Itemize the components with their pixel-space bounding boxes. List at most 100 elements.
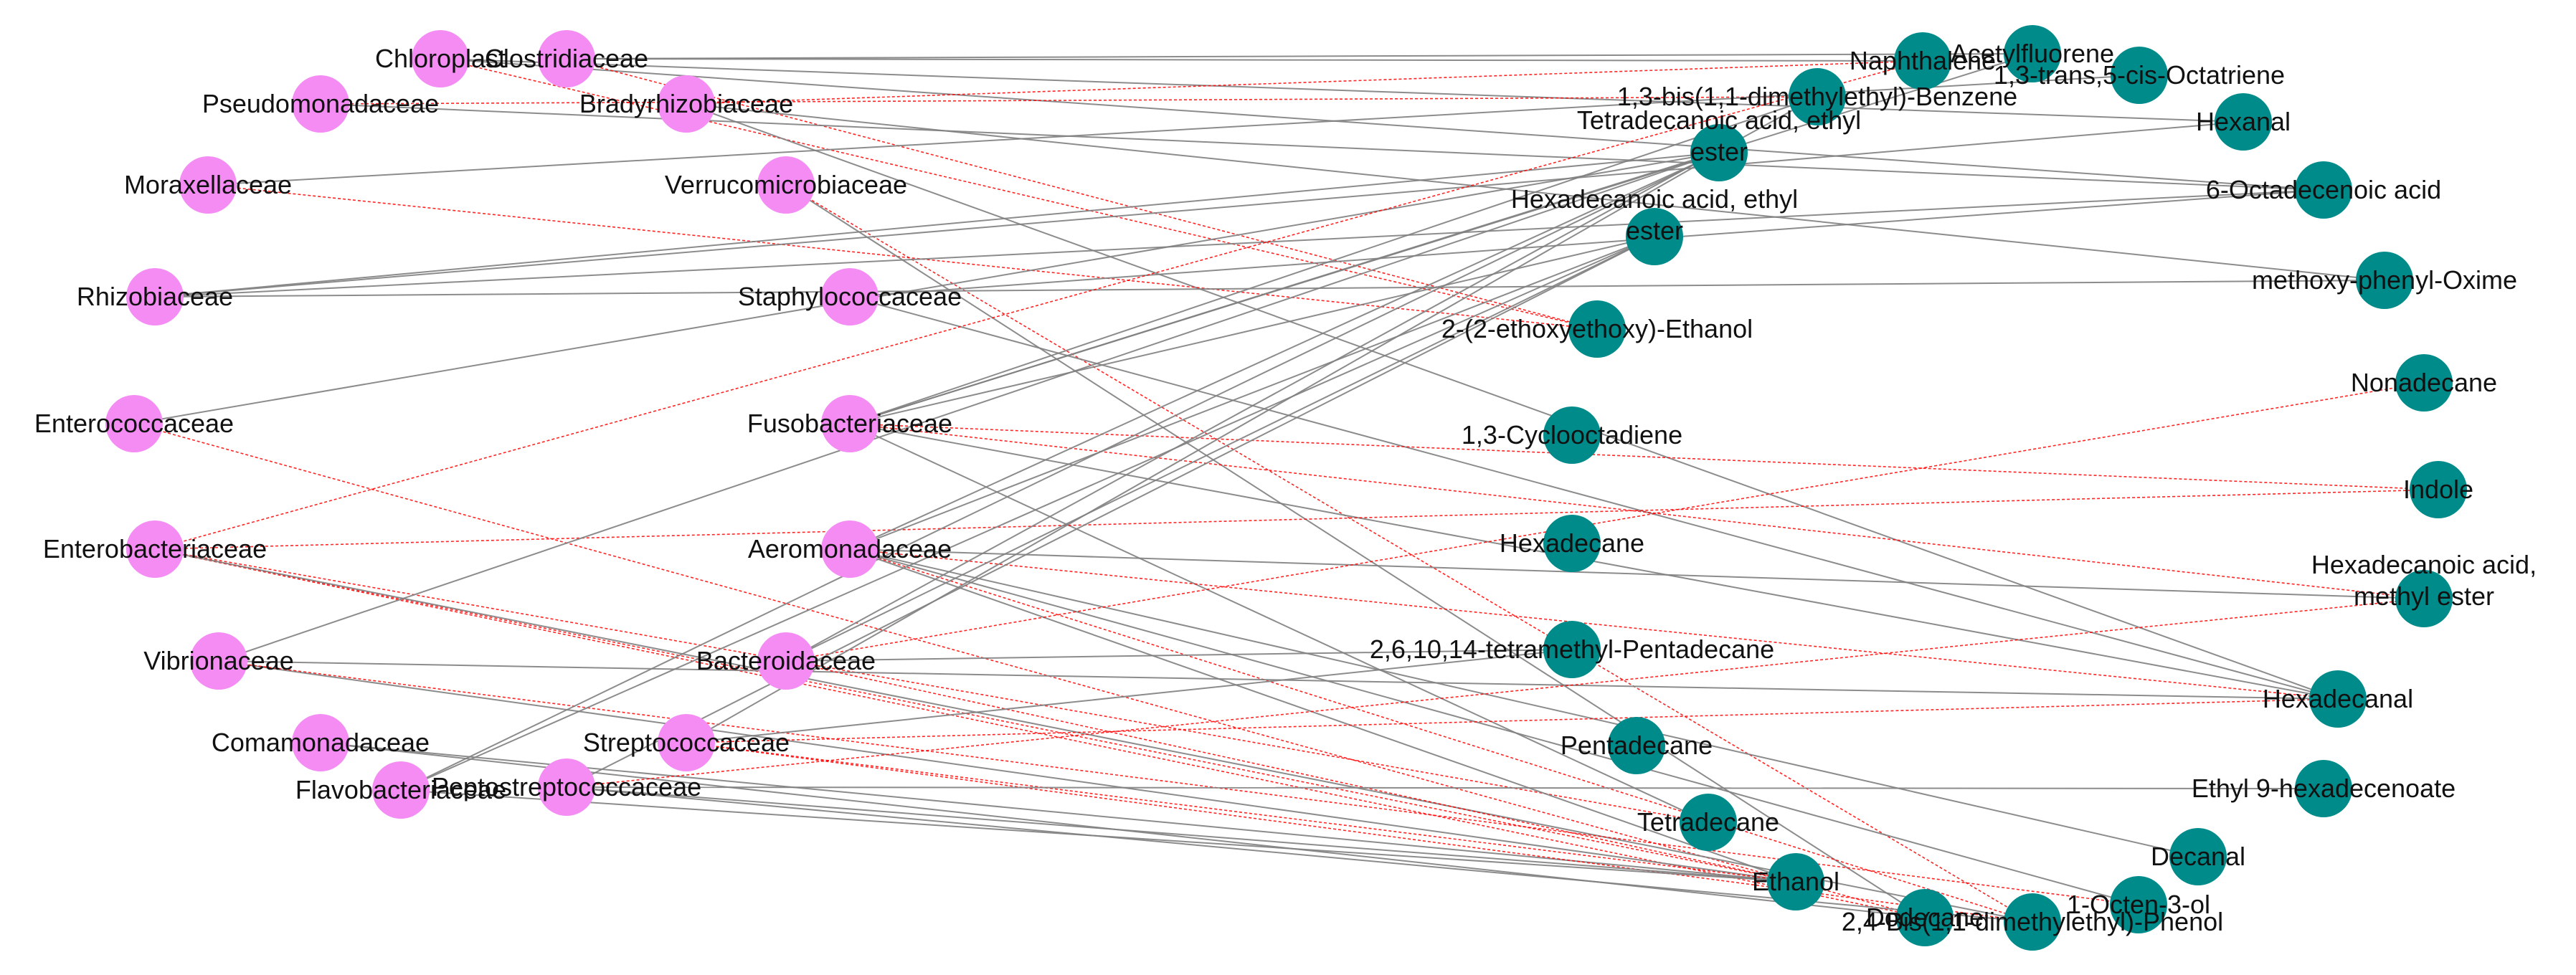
node-tetradecanoic_ethyl[interactable] xyxy=(1690,124,1748,181)
node-octatriene[interactable] xyxy=(2111,47,2168,104)
node-octadecenoic[interactable] xyxy=(2295,161,2352,219)
node-bradyrhizobiaceae[interactable] xyxy=(658,75,715,133)
label-line: Peptostreptococcaceae xyxy=(432,772,701,802)
node-hexadecanoic_methyl[interactable] xyxy=(2395,570,2453,627)
edge-aeromonadaceae-tetradecanoic_ethyl xyxy=(849,152,1720,550)
label-line: Hexadecanoic acid, xyxy=(2311,550,2537,579)
node-streptococcaceae[interactable] xyxy=(658,714,715,771)
edge-fusobacteriaceae-tetradecanoic_ethyl xyxy=(849,152,1720,424)
edge-enterobacteriaceae-indole xyxy=(154,489,2439,550)
label-tetradecane: Tetradecane xyxy=(1637,807,1779,837)
node-decanal[interactable] xyxy=(2169,828,2227,885)
edge-aeromonadaceae-hexadecanoic_ethyl xyxy=(849,236,1655,550)
label-line: Acetylfluorene xyxy=(1951,39,2114,68)
node-hexanal[interactable] xyxy=(2215,93,2272,151)
node-ethoxyethanol[interactable] xyxy=(1568,300,1626,358)
label-staphylococcaceae: Staphylococcaceae xyxy=(738,282,962,311)
node-aeromonadaceae[interactable] xyxy=(821,520,879,578)
edge-chloroplast-hexanal xyxy=(440,58,2244,123)
node-phenol[interactable] xyxy=(2004,893,2061,951)
edge-rhizobiaceae-octadecenoic xyxy=(154,189,2324,298)
edge-aeromonadaceae-hexadecanal xyxy=(849,548,2339,700)
label-line: Tetradecanoic acid, ethyl xyxy=(1577,105,1861,135)
edge-clostridiaceae-naphthalene xyxy=(566,58,1923,62)
node-pentadecane[interactable] xyxy=(1608,717,1665,774)
node-acetylfluorene[interactable] xyxy=(2004,25,2061,82)
label-line: Nonadecane xyxy=(2351,368,2497,397)
label-line: Vibrionaceae xyxy=(143,646,294,675)
label-phenol: 2,4-Bis(1,1-dimethylethyl)-Phenol xyxy=(1842,907,2223,936)
node-enterobacteriaceae[interactable] xyxy=(126,520,184,578)
edge-bacteroidaceae-ethanol xyxy=(785,660,1796,883)
node-ethanol[interactable] xyxy=(1767,853,1824,910)
node-clostridiaceae[interactable] xyxy=(538,30,595,87)
node-pseudomonadaceae[interactable] xyxy=(292,75,349,133)
label-pentadecane_tm: 2,6,10,14-tetramethyl-Pentadecane xyxy=(1370,634,1774,664)
label-line: 1-Octen-3-ol xyxy=(2067,890,2210,919)
edge-aeromonadaceae-decanal xyxy=(849,548,2199,857)
edge-vibrionaceae-tetradecanoic_ethyl xyxy=(218,152,1720,662)
node-vibrionaceae[interactable] xyxy=(190,632,247,690)
node-rhizobiaceae[interactable] xyxy=(126,268,184,325)
edge-aeromonadaceae-ethanol xyxy=(849,548,1796,883)
label-line: 2,6,10,14-tetramethyl-Pentadecane xyxy=(1370,634,1774,664)
node-naphthalene[interactable] xyxy=(1894,32,1951,90)
edge-rhizobiaceae-tetradecanoic_ethyl xyxy=(154,152,1720,298)
node-pentadecane_tm[interactable] xyxy=(1543,621,1601,678)
node-tetradecane[interactable] xyxy=(1680,794,1737,851)
node-cyclooctadiene[interactable] xyxy=(1543,406,1601,464)
label-line: 2,4-Bis(1,1-dimethylethyl)-Phenol xyxy=(1842,907,2223,936)
edge-enterococcaceae-dodecane xyxy=(133,423,1926,918)
node-hexadecanal[interactable] xyxy=(2309,670,2367,728)
edge-fusobacteriaceae-indole xyxy=(849,423,2439,490)
node-chloroplast[interactable] xyxy=(412,30,469,87)
label-line: Naphthalene xyxy=(1850,46,1996,75)
label-line: Ethyl 9-hexadecenoate xyxy=(2192,774,2456,803)
label-indole: Indole xyxy=(2403,475,2473,504)
label-oxime: methoxy-phenyl-Oxime xyxy=(2252,265,2517,295)
label-enterobacteriaceae: Enterobacteriaceae xyxy=(43,534,267,563)
node-dodecane[interactable] xyxy=(1896,889,1954,946)
node-flavobacteriaceae[interactable] xyxy=(372,761,430,819)
node-fusobacteriaceae[interactable] xyxy=(821,395,879,452)
label-hexanal: Hexanal xyxy=(2196,107,2291,136)
edge-fusobacteriaceae-hexadecanoic_ethyl xyxy=(849,236,1655,424)
node-octenol[interactable] xyxy=(2110,876,2167,933)
node-ethyl_hexadecenoate[interactable] xyxy=(2295,760,2352,817)
node-peptostreptococcaceae[interactable] xyxy=(538,758,595,816)
label-line: Flavobacteriaceae xyxy=(295,775,506,804)
label-acetylfluorene: Acetylfluorene xyxy=(1951,39,2114,68)
label-line: Enterobacteriaceae xyxy=(43,534,267,563)
label-line: 2-(2-ethoxyethoxy)-Ethanol xyxy=(1441,314,1753,343)
node-bacteroidaceae[interactable] xyxy=(757,632,815,690)
node-nonadecane[interactable] xyxy=(2395,354,2453,412)
edge-vibrionaceae-octenol xyxy=(218,660,2139,905)
node-moraxellaceae[interactable] xyxy=(179,156,237,214)
label-vibrionaceae: Vibrionaceae xyxy=(143,646,294,675)
node-bis_benzene[interactable] xyxy=(1789,68,1846,125)
node-oxime[interactable] xyxy=(2356,252,2413,309)
node-enterococcaceae[interactable] xyxy=(105,395,163,452)
label-verrucomicrobiaceae: Verrucomicrobiaceae xyxy=(665,170,907,199)
label-flavobacteriaceae: Flavobacteriaceae xyxy=(295,775,506,804)
label-line: Pentadecane xyxy=(1561,731,1713,760)
node-staphylococcaceae[interactable] xyxy=(821,268,879,325)
edge-streptococcaceae-ethanol xyxy=(686,742,1796,883)
label-line: Hexadecanoic acid, ethyl xyxy=(1511,184,1798,214)
edge-vibrionaceae-ethanol xyxy=(218,660,1796,883)
edge-enterococcaceae-tetradecanoic_ethyl xyxy=(133,152,1720,424)
edge-verrucomicrobiaceae-phenol xyxy=(785,184,2033,923)
edge-staphylococcaceae-octadecenoic xyxy=(849,189,2324,298)
node-comamonadaceae[interactable] xyxy=(292,714,349,771)
node-hexadecanoic_ethyl[interactable] xyxy=(1626,208,1683,265)
node-verrucomicrobiaceae[interactable] xyxy=(757,156,815,214)
node-hexadecane[interactable] xyxy=(1543,515,1601,572)
node-indole[interactable] xyxy=(2410,461,2467,518)
label-dodecane: Dodecane xyxy=(1866,903,1984,932)
edge-streptococcaceae-tetradecanoic_ethyl xyxy=(686,152,1720,743)
nodes-layer xyxy=(105,25,2467,951)
edge-aeromonadaceae-phenol xyxy=(849,548,2033,923)
label-hexadecanoic_methyl: Hexadecanoic acid,methyl ester xyxy=(2311,550,2537,611)
label-comamonadaceae: Comamonadaceae xyxy=(212,728,430,757)
